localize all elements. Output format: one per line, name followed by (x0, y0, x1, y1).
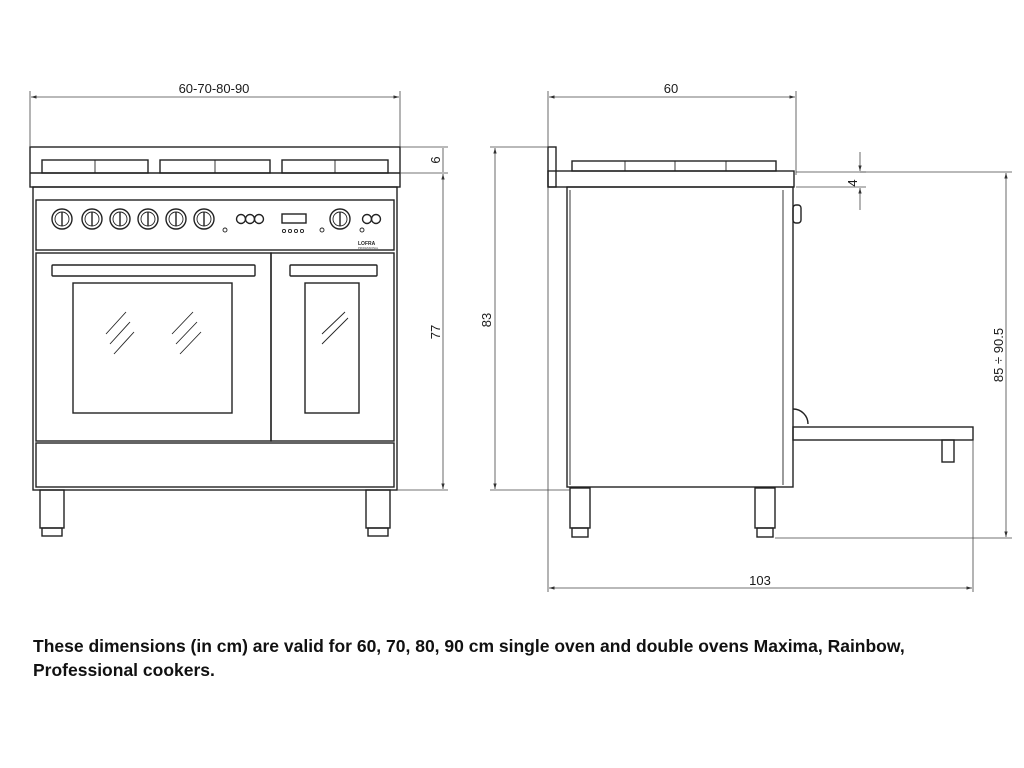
total-height-label: 83 (479, 313, 494, 327)
timer-display (281, 213, 307, 234)
front-feet (39, 489, 391, 537)
door-open-height-label: 85 ÷ 90.5 (991, 328, 1006, 382)
side-grates (571, 160, 777, 172)
front-grates (41, 159, 389, 174)
small-switches (222, 213, 382, 233)
control-panel: LOFRA PROFESSIONAL (35, 199, 395, 251)
front-body (32, 186, 398, 491)
side-body (566, 186, 794, 488)
front-view: LOFRA PROFESSIONAL (29, 146, 401, 537)
left-oven-door (35, 252, 272, 442)
front-drawer (35, 442, 395, 488)
burner-height-label: 4 (845, 179, 860, 186)
front-dimensions (29, 91, 448, 491)
brand-model: PROFESSIONAL (358, 246, 379, 250)
dimensions-caption: These dimensions (in cm) are valid for 6… (33, 636, 905, 680)
body-height-label: 77 (428, 325, 443, 339)
brand-logo: LOFRA (358, 241, 376, 247)
side-open-door (792, 408, 974, 463)
glass-reflection (105, 311, 202, 355)
side-knob (792, 204, 802, 224)
door-open-depth-label: 103 (749, 573, 771, 588)
side-back-upstand (547, 146, 557, 188)
knob-row (51, 208, 351, 230)
side-view (547, 146, 974, 538)
side-depth-label: 60 (664, 81, 678, 96)
side-dimensions (490, 91, 1012, 592)
side-hob-top (547, 170, 795, 188)
top-height-label: 6 (428, 156, 443, 163)
side-feet (569, 487, 776, 538)
right-oven-door (270, 252, 395, 442)
front-width-label: 60-70-80-90 (179, 81, 250, 96)
